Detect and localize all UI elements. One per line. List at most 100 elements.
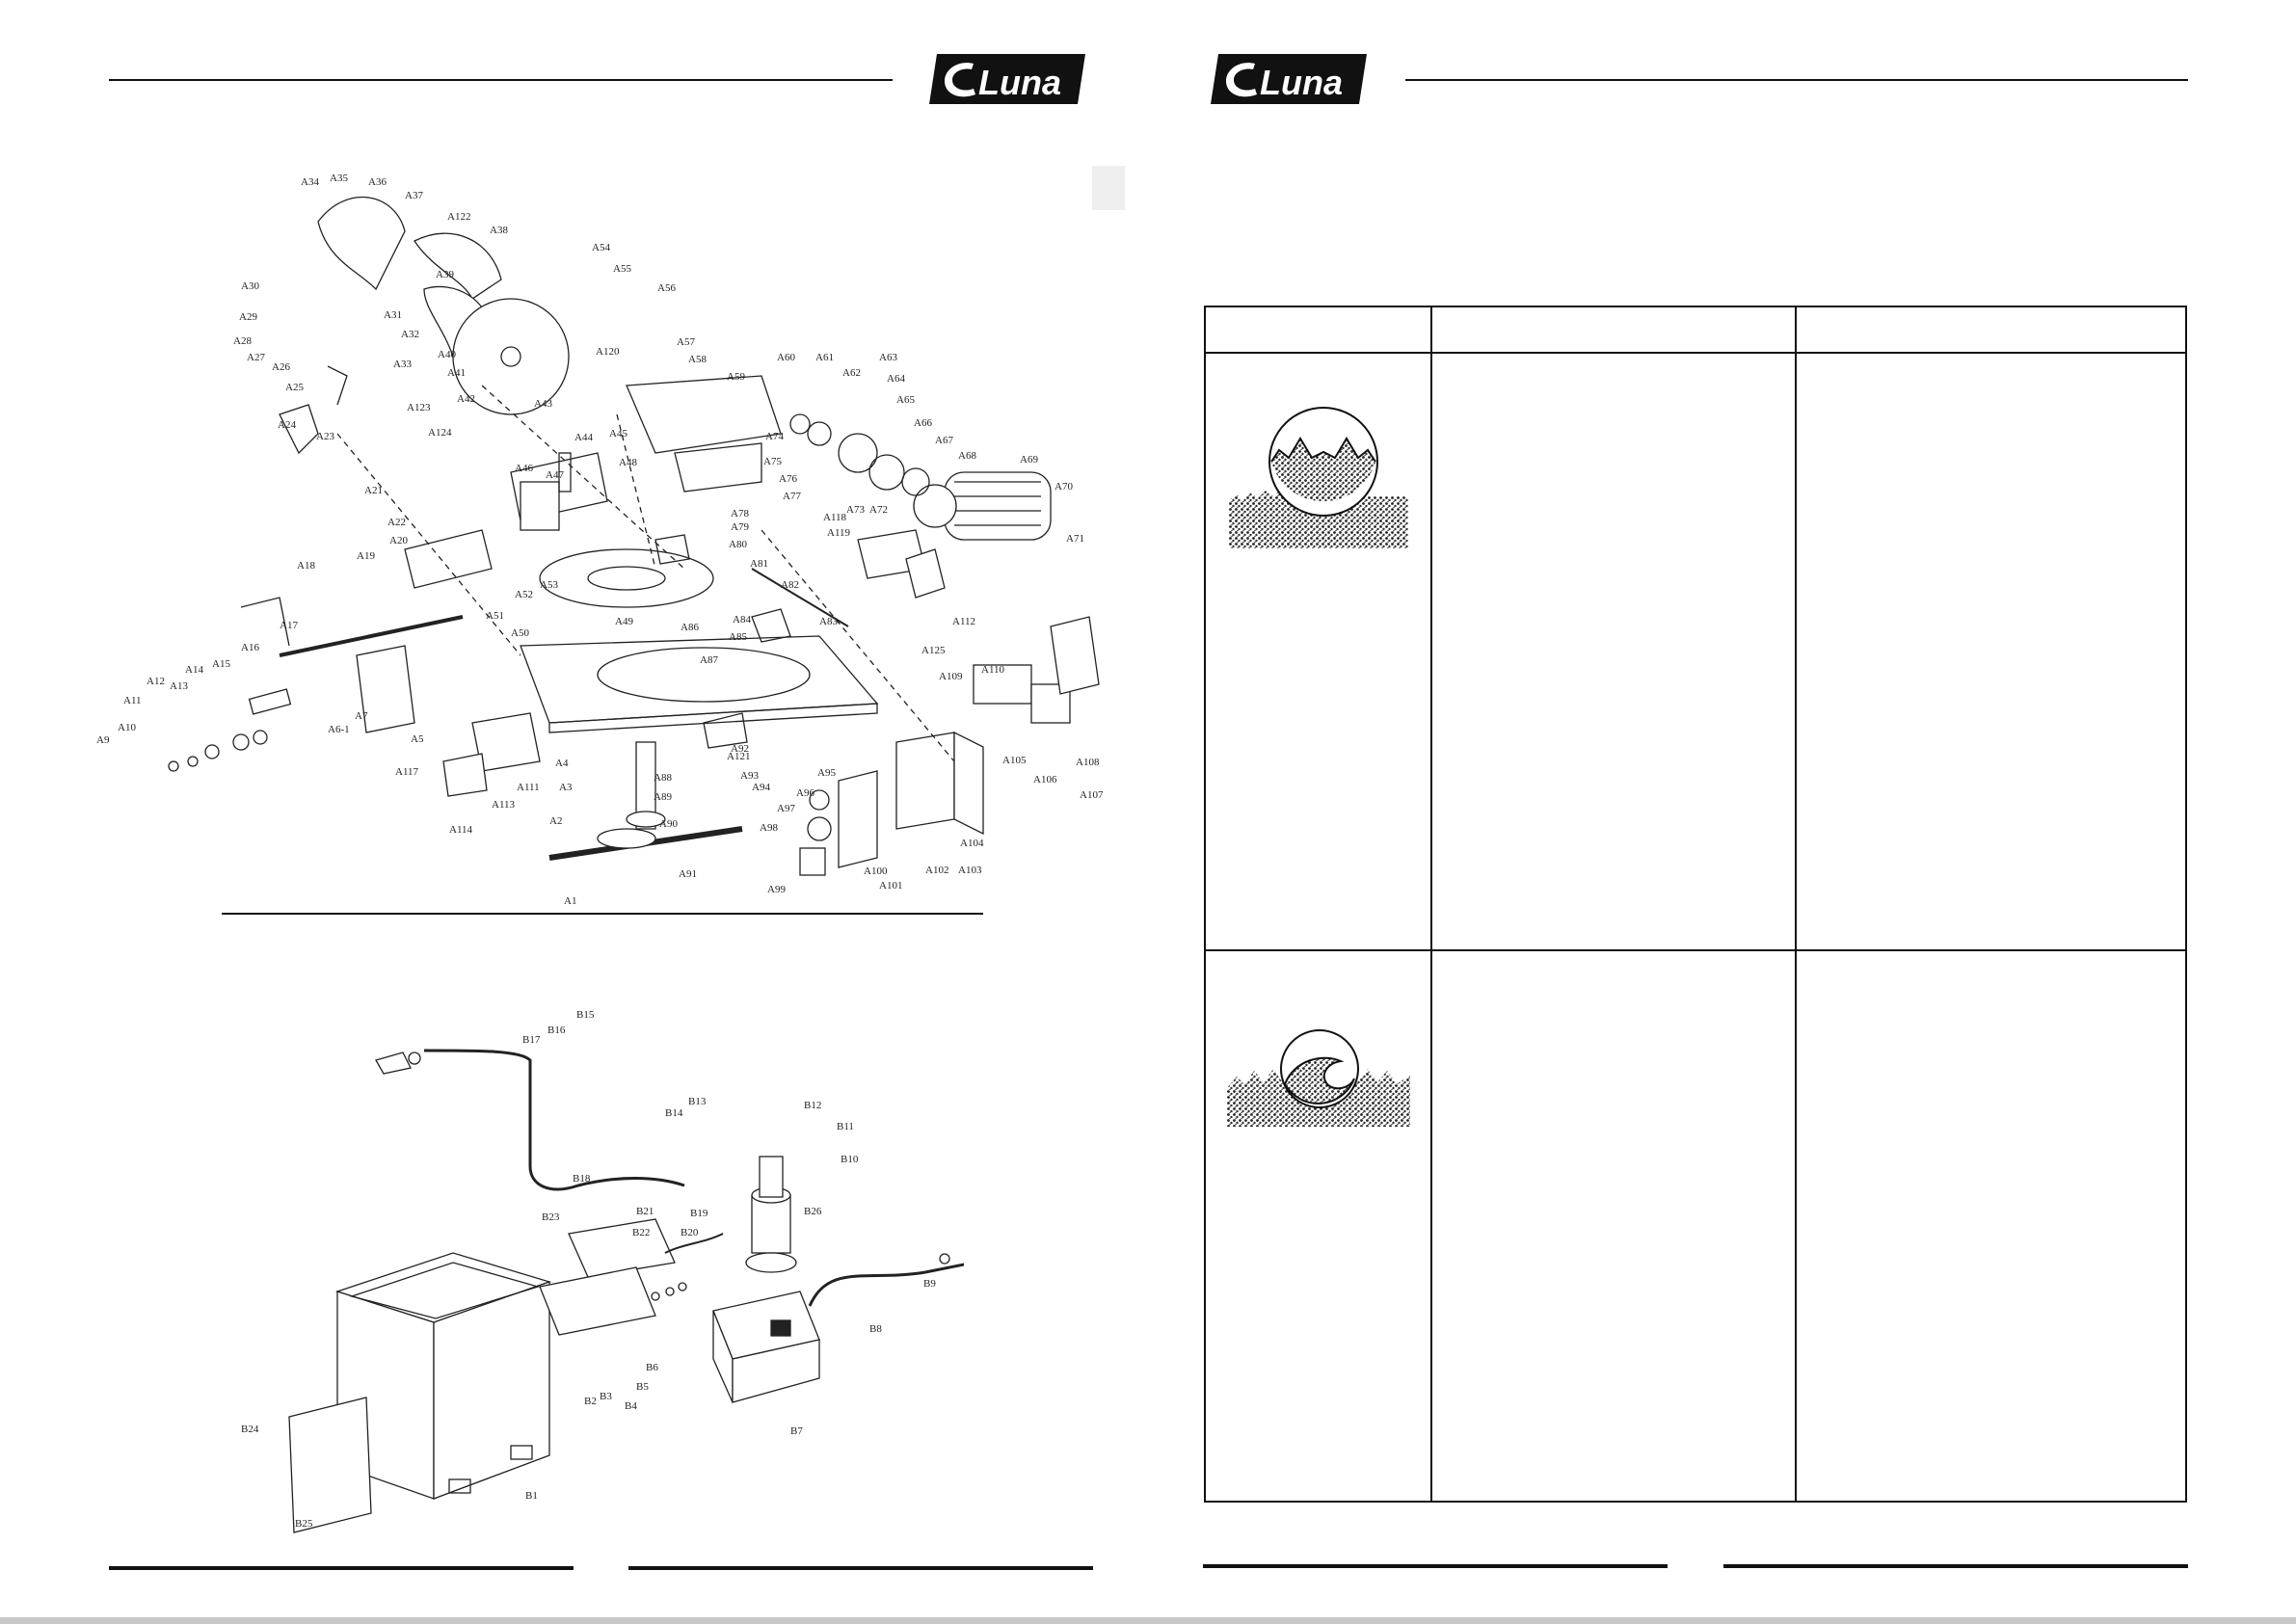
svg-text:A39: A39 xyxy=(436,269,454,280)
svg-text:A122: A122 xyxy=(447,211,470,223)
svg-text:A1: A1 xyxy=(564,895,576,907)
svg-text:A95: A95 xyxy=(817,767,836,779)
svg-text:A28: A28 xyxy=(233,335,252,347)
svg-text:A117: A117 xyxy=(395,766,419,778)
svg-text:A21: A21 xyxy=(364,485,383,496)
svg-text:A51: A51 xyxy=(486,610,504,622)
fine-tooth-blade-icon xyxy=(1229,407,1408,548)
svg-text:A54: A54 xyxy=(592,242,610,253)
svg-text:A81: A81 xyxy=(750,558,768,570)
table-row-divider xyxy=(1206,949,2185,951)
svg-text:A93: A93 xyxy=(740,770,759,782)
svg-text:A44: A44 xyxy=(574,432,593,443)
svg-text:A63: A63 xyxy=(879,352,897,363)
svg-text:A101: A101 xyxy=(879,880,902,892)
svg-text:A111: A111 xyxy=(517,782,540,793)
svg-text:A119: A119 xyxy=(827,527,851,539)
svg-text:Luna: Luna xyxy=(978,63,1061,102)
svg-text:A108: A108 xyxy=(1076,757,1100,768)
svg-text:A57: A57 xyxy=(677,336,695,348)
svg-text:B12: B12 xyxy=(804,1100,821,1111)
svg-text:A24: A24 xyxy=(278,419,296,431)
svg-text:A26: A26 xyxy=(272,361,290,373)
svg-text:A38: A38 xyxy=(490,225,508,236)
svg-text:A34: A34 xyxy=(301,176,319,188)
svg-text:B22: B22 xyxy=(632,1227,650,1238)
svg-text:A94: A94 xyxy=(752,782,770,793)
svg-text:B9: B9 xyxy=(923,1278,936,1290)
svg-text:B17: B17 xyxy=(522,1034,541,1046)
svg-text:A37: A37 xyxy=(405,190,423,201)
svg-text:A35: A35 xyxy=(330,173,348,184)
svg-text:A27: A27 xyxy=(247,352,265,363)
right-logo: Luna xyxy=(1211,54,1367,104)
svg-text:A80: A80 xyxy=(729,539,747,550)
svg-text:A25: A25 xyxy=(285,382,304,393)
footer-rule-4 xyxy=(1723,1564,2188,1568)
svg-text:A62: A62 xyxy=(842,367,861,379)
svg-text:A33: A33 xyxy=(393,359,412,370)
coarse-tooth-blade-icon xyxy=(1227,1029,1410,1127)
svg-text:A17: A17 xyxy=(280,620,298,631)
svg-text:A13: A13 xyxy=(170,680,188,692)
svg-text:A64: A64 xyxy=(887,373,905,385)
svg-text:A88: A88 xyxy=(654,772,672,784)
svg-text:A118: A118 xyxy=(823,512,847,523)
svg-text:A15: A15 xyxy=(212,658,230,670)
svg-text:A47: A47 xyxy=(546,469,564,481)
svg-text:A70: A70 xyxy=(1055,481,1073,493)
svg-text:A121: A121 xyxy=(727,751,750,762)
svg-text:A102: A102 xyxy=(925,865,948,876)
table-divider-1 xyxy=(1430,307,1432,1501)
svg-text:B21: B21 xyxy=(636,1206,654,1217)
exploded-diagram-b: B1 B2 B3 B4 B5 B6 B7 B8 B9 B10 B11 B12 B… xyxy=(241,1009,964,1533)
blade-selection-table xyxy=(1204,306,2187,1503)
svg-text:B15: B15 xyxy=(576,1009,595,1021)
footer-rule-1 xyxy=(109,1566,574,1570)
svg-text:A49: A49 xyxy=(615,616,633,627)
svg-text:A72: A72 xyxy=(869,504,888,516)
svg-text:B7: B7 xyxy=(790,1425,803,1437)
svg-text:A90: A90 xyxy=(659,818,678,830)
svg-text:A77: A77 xyxy=(783,491,801,502)
svg-text:B3: B3 xyxy=(600,1391,612,1402)
svg-text:B23: B23 xyxy=(542,1211,560,1223)
svg-text:A7: A7 xyxy=(355,710,368,722)
svg-text:A41: A41 xyxy=(447,367,466,379)
svg-text:B13: B13 xyxy=(688,1096,707,1107)
svg-text:A75: A75 xyxy=(763,456,782,467)
footer-rule-2 xyxy=(628,1566,1093,1570)
left-logo: Luna xyxy=(929,54,1085,104)
svg-text:A89: A89 xyxy=(654,791,672,803)
scan-artifact xyxy=(1092,166,1125,210)
svg-text:B11: B11 xyxy=(837,1121,854,1132)
svg-text:A60: A60 xyxy=(777,352,795,363)
svg-text:A78: A78 xyxy=(731,508,749,519)
svg-text:A2: A2 xyxy=(549,815,562,827)
footer-rule-3 xyxy=(1203,1564,1668,1568)
svg-text:A45: A45 xyxy=(609,428,627,439)
svg-text:A96: A96 xyxy=(796,787,814,799)
svg-text:A55: A55 xyxy=(613,263,631,275)
svg-text:A100: A100 xyxy=(864,865,888,877)
svg-text:A76: A76 xyxy=(779,473,797,485)
svg-text:A69: A69 xyxy=(1020,454,1038,466)
svg-text:A123: A123 xyxy=(407,402,431,413)
svg-text:A36: A36 xyxy=(368,176,387,188)
left-header-rule xyxy=(109,79,893,81)
right-header-rule xyxy=(1405,79,2188,81)
svg-text:A40: A40 xyxy=(438,349,456,360)
svg-text:B1: B1 xyxy=(525,1490,538,1502)
svg-text:A61: A61 xyxy=(815,352,834,363)
svg-text:A105: A105 xyxy=(1002,755,1027,766)
svg-text:B6: B6 xyxy=(646,1362,658,1373)
svg-text:A46: A46 xyxy=(515,463,533,474)
svg-text:A104: A104 xyxy=(960,838,984,849)
svg-text:A11: A11 xyxy=(123,695,142,706)
svg-text:A87: A87 xyxy=(700,654,718,666)
svg-text:A74: A74 xyxy=(765,431,784,442)
svg-text:A52: A52 xyxy=(515,589,533,600)
svg-text:B26: B26 xyxy=(804,1206,822,1217)
svg-text:A53: A53 xyxy=(540,579,558,591)
svg-text:A6-1: A6-1 xyxy=(328,724,350,735)
